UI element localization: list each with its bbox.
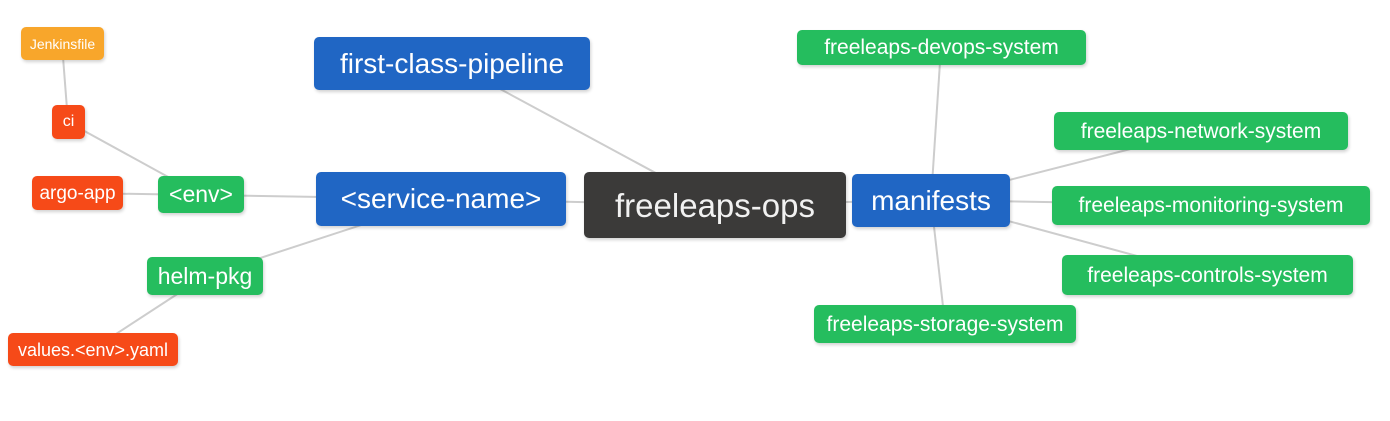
node-ci[interactable]: ci bbox=[52, 105, 85, 139]
node-freeleaps-devops-system[interactable]: freeleaps-devops-system bbox=[797, 30, 1086, 65]
node-first-class-pipeline[interactable]: first-class-pipeline bbox=[314, 37, 590, 90]
node-argo-app[interactable]: argo-app bbox=[32, 176, 123, 210]
node-freeleaps-ops[interactable]: freeleaps-ops bbox=[584, 172, 846, 238]
node-helm-pkg[interactable]: helm-pkg bbox=[147, 257, 263, 295]
node-service-name[interactable]: <service-name> bbox=[316, 172, 566, 226]
node-freeleaps-monitoring-system[interactable]: freeleaps-monitoring-system bbox=[1052, 186, 1370, 225]
node-manifests[interactable]: manifests bbox=[852, 174, 1010, 227]
node-env[interactable]: <env> bbox=[158, 176, 244, 213]
node-values-env-yaml[interactable]: values.<env>.yaml bbox=[8, 333, 178, 366]
node-jenkinsfile[interactable]: Jenkinsfile bbox=[21, 27, 104, 60]
node-freeleaps-network-system[interactable]: freeleaps-network-system bbox=[1054, 112, 1348, 150]
node-freeleaps-controls-system[interactable]: freeleaps-controls-system bbox=[1062, 255, 1353, 295]
node-freeleaps-storage-system[interactable]: freeleaps-storage-system bbox=[814, 305, 1076, 343]
